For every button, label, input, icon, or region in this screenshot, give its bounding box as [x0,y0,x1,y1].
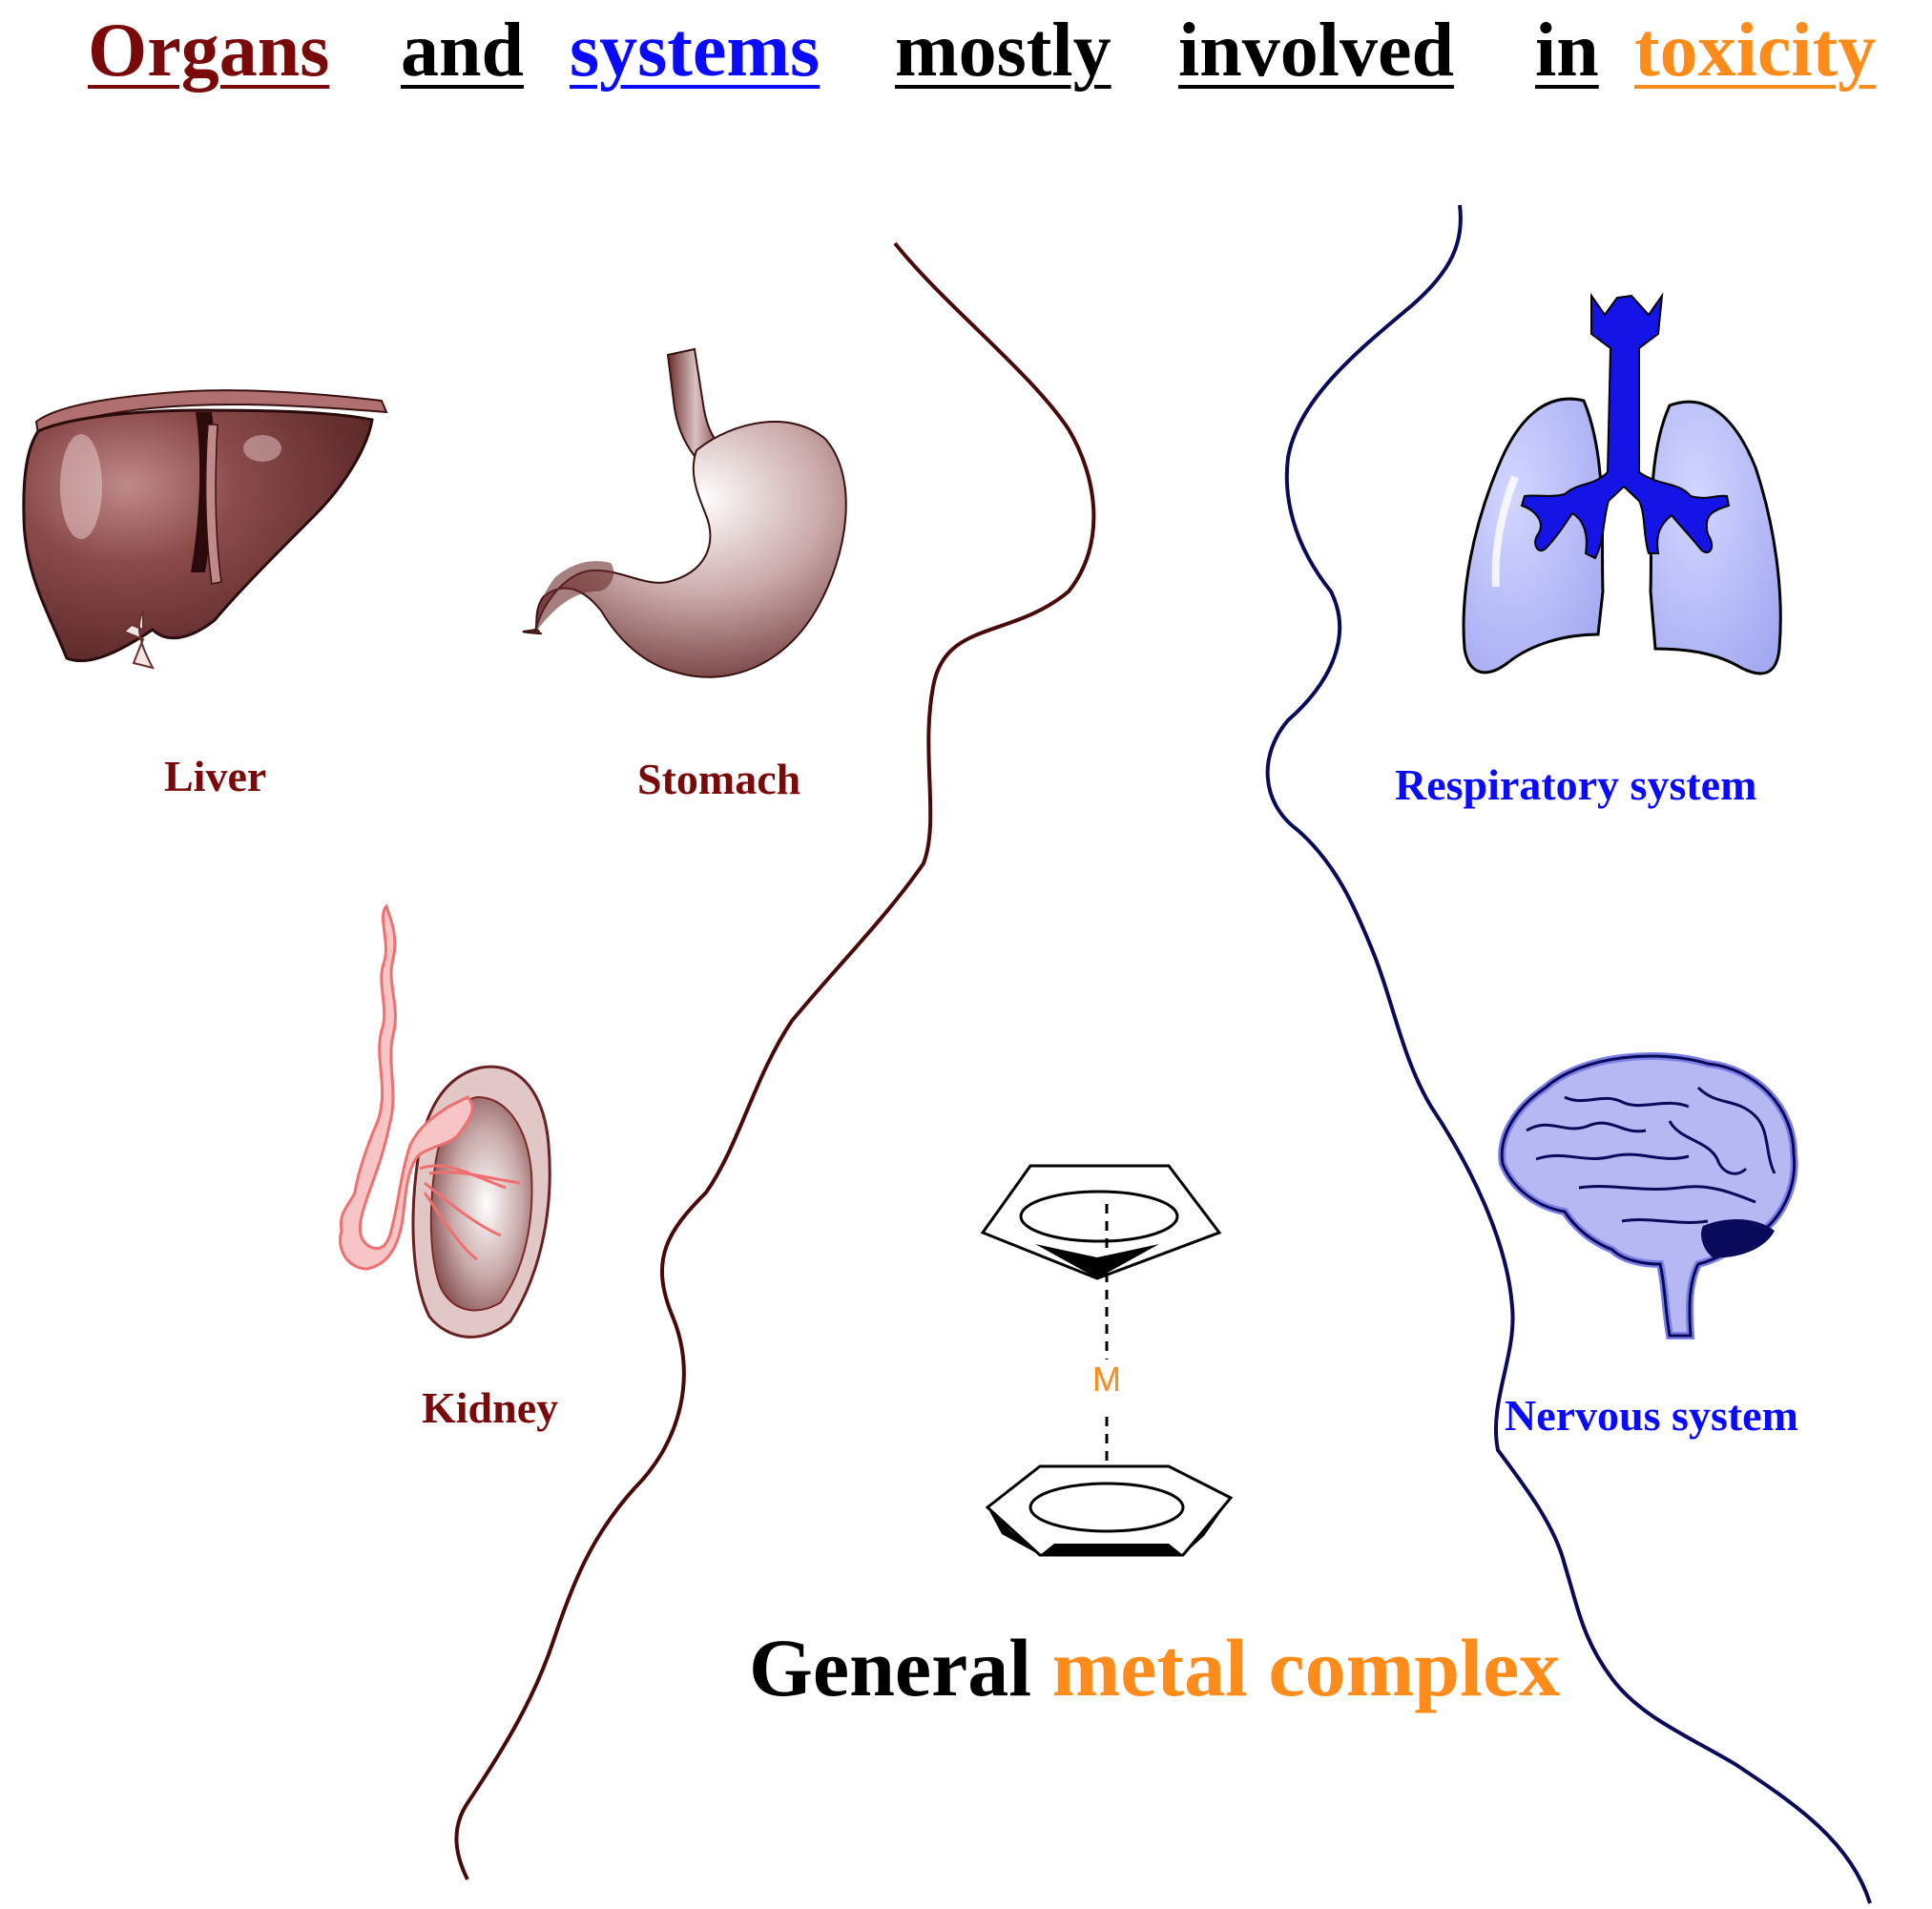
brain-icon [1498,1052,1798,1339]
left-divider-line [454,241,1096,1880]
metallocene-structure: M [980,1164,1234,1557]
title-word-involved: involved [1178,9,1454,93]
top-cp-ring [980,1164,1222,1280]
label-kidney: Kidney [422,1383,559,1432]
caption-metal-complex: metal complex [1051,1622,1561,1713]
title-word-in: in [1535,9,1599,93]
kidney-icon [339,903,551,1338]
label-liver: Liver [164,752,267,800]
caption-general: General [749,1622,1032,1713]
title-word-and: and [401,9,524,93]
complex-caption: General metal complex [749,1622,1560,1713]
stomach-icon [522,347,847,678]
metal-symbol: M [1092,1359,1121,1399]
lungs-icon [1462,292,1782,675]
right-divider-line [1265,204,1872,1904]
title-word-mostly: mostly [895,9,1111,93]
label-respiratory-system: Respiratory system [1395,760,1757,809]
title-word-systems: systems [570,9,821,93]
liver-icon [22,389,388,670]
title-word-toxicity: toxicity [1634,9,1877,93]
label-stomach: Stomach [637,755,801,803]
title-word-organs: Organs [88,9,330,93]
diagram-title: Organs and systems mostly involved in to… [0,0,1932,105]
label-nervous-system: Nervous system [1505,1391,1798,1440]
